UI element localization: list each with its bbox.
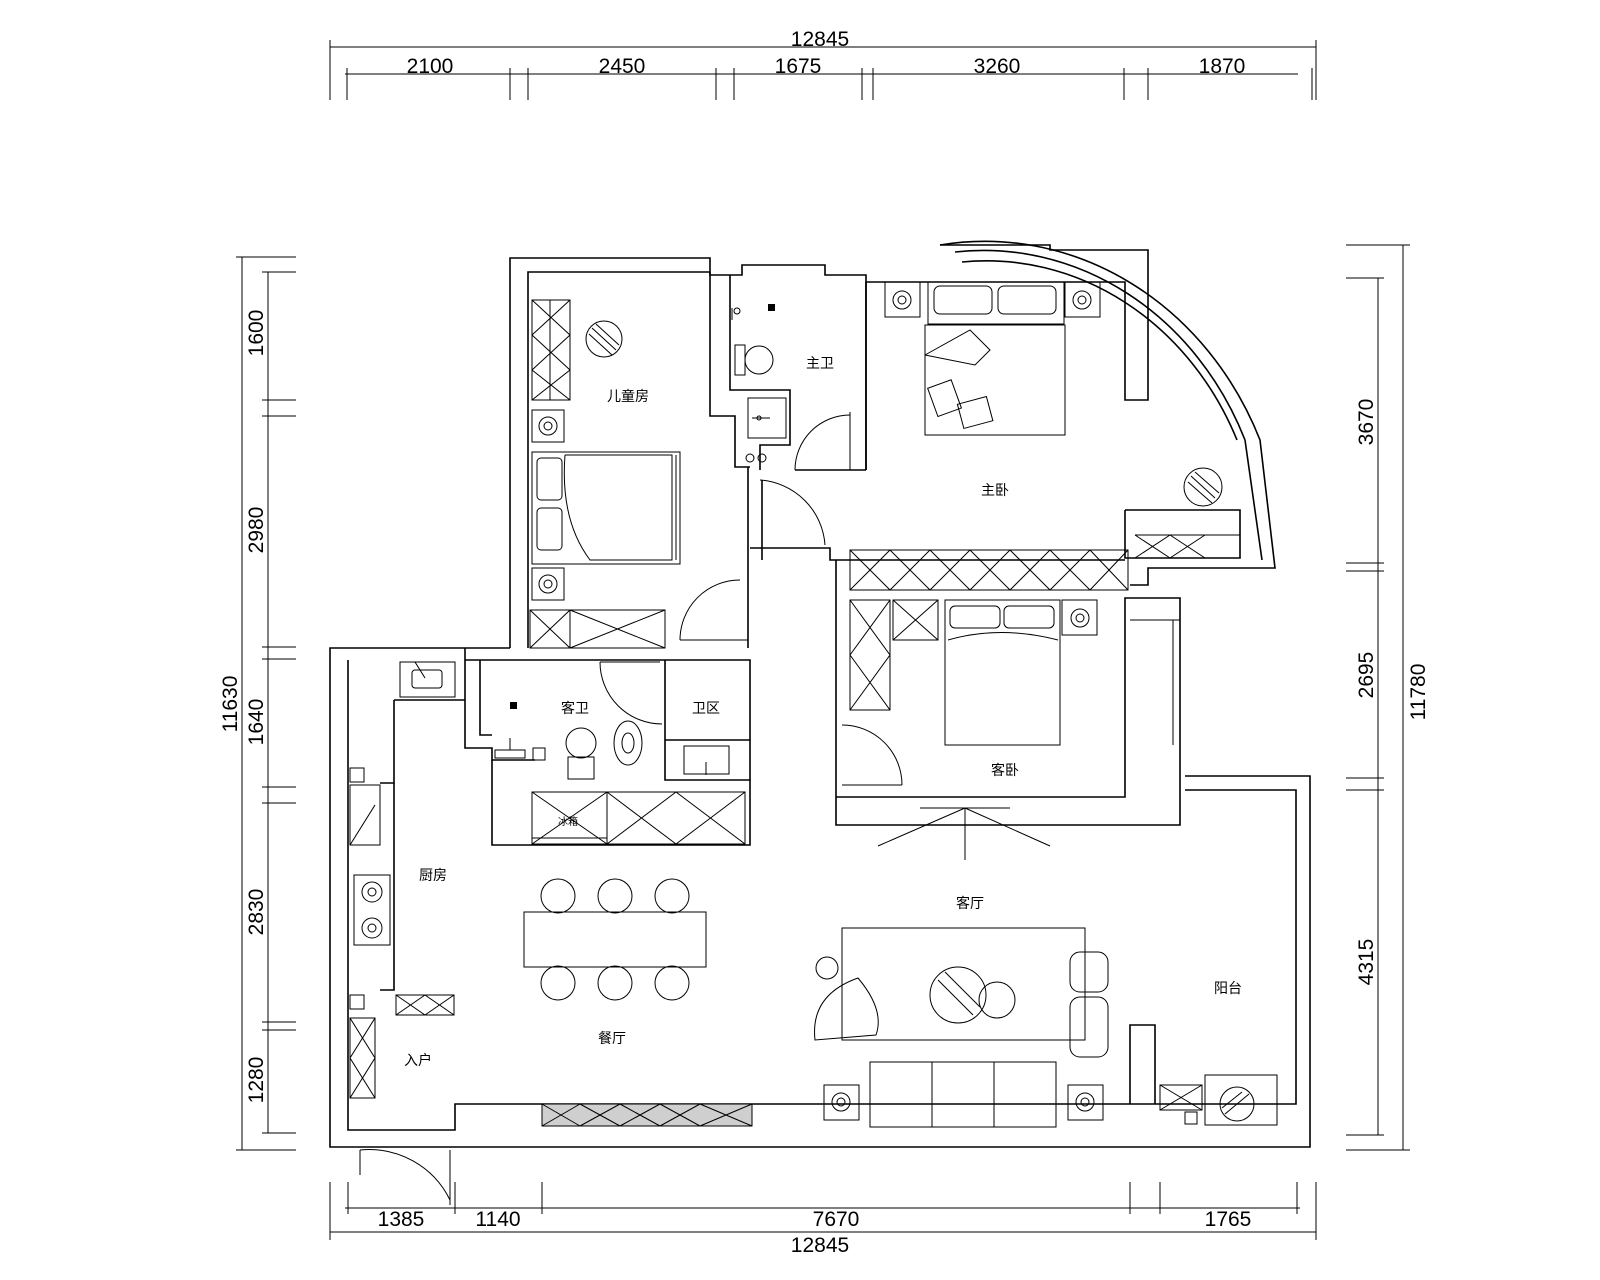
room-label-children: 儿童房 <box>607 388 649 405</box>
dim-top-total: 12845 <box>791 28 849 51</box>
dim-right-segment: 3670 <box>1355 399 1378 446</box>
sofa-icon <box>869 1061 1057 1128</box>
sink-icon <box>494 749 526 759</box>
dim-right-total: 11780 <box>1407 664 1430 721</box>
plant-icon <box>1183 467 1223 507</box>
fridge-label: 冰箱 <box>558 815 578 828</box>
room-label-kitchen: 厨房 <box>419 868 447 884</box>
dim-bottom-segment: 1140 <box>475 1208 520 1231</box>
door-master-bath <box>794 414 851 471</box>
dim-left-segment: 1280 <box>245 1057 268 1104</box>
dining-table-icon <box>523 911 707 968</box>
door-guest-bath <box>599 661 663 725</box>
dim-top-segment: 2450 <box>599 55 646 78</box>
living-room-furniture: 客厅 <box>814 807 1109 1128</box>
doors <box>359 412 903 1205</box>
bed-icon <box>531 451 681 565</box>
sink-icon <box>399 661 456 698</box>
dimension-left: 11630 1600 2980 1640 2830 1280 <box>219 256 296 1151</box>
toilet-icon <box>565 727 597 759</box>
dim-bottom-total: 12845 <box>791 1234 849 1257</box>
interior-walls <box>380 272 1181 1104</box>
dim-left-segment: 1600 <box>245 310 268 357</box>
children-room-furniture: 儿童房 <box>529 299 681 649</box>
room-label-guest-bath: 客卫 <box>561 700 589 717</box>
dimension-bottom: 1385 1140 7670 1765 12845 <box>329 1182 1317 1257</box>
washing-machine-icon <box>1204 1074 1278 1126</box>
kitchen-fixtures: 厨房 <box>349 661 456 1016</box>
bed-headboard-icon <box>927 281 1065 325</box>
dim-top-segment: 3260 <box>974 55 1021 78</box>
guest-bedroom-furniture: 客卧 <box>849 599 1180 779</box>
dim-top-segment: 2100 <box>407 55 454 78</box>
dim-top-segment: 1870 <box>1199 55 1246 78</box>
room-label-master-bath: 主卫 <box>806 356 834 372</box>
room-label-dining: 餐厅 <box>598 1031 626 1047</box>
bed-icon <box>944 599 1061 746</box>
door-guest-bedroom <box>841 724 903 786</box>
dim-bottom-segment: 1765 <box>1205 1208 1252 1231</box>
room-label-master-bedroom: 主卧 <box>981 483 1009 499</box>
door-master-corridor <box>759 479 826 546</box>
plant-icon <box>585 320 623 358</box>
sideboard-icon <box>541 1103 753 1127</box>
sink-icon <box>747 397 787 439</box>
dim-bottom-segment: 7670 <box>813 1208 860 1231</box>
door-entrance <box>359 1149 451 1201</box>
dimension-top: 12845 2100 2450 1675 3260 1870 <box>329 28 1317 100</box>
exterior-walls <box>329 240 1311 1148</box>
dim-left-total: 11630 <box>219 676 242 733</box>
master-bedroom-furniture: 主卧 <box>884 281 1240 559</box>
room-label-utility-area: 卫区 <box>692 701 720 717</box>
entrance-fixtures: 入户 <box>349 1017 432 1099</box>
wardrobe-corridor <box>849 549 1129 591</box>
dim-top-segment: 1675 <box>775 55 822 78</box>
kitchen-cabinets-upper: 冰箱 <box>531 791 746 845</box>
dim-left-segment: 2980 <box>245 507 268 554</box>
dining-furniture: 餐厅 <box>523 878 753 1127</box>
dimension-right: 11780 3670 2695 4315 <box>1346 244 1430 1151</box>
guest-bath-fixtures: 客卫 卫区 <box>494 700 730 780</box>
dim-bottom-segment: 1385 <box>378 1208 425 1231</box>
dim-left-segment: 2830 <box>245 889 268 936</box>
room-label-balcony: 阳台 <box>1214 981 1242 997</box>
toilet-icon <box>734 344 746 376</box>
room-label-guest-bedroom: 客卧 <box>991 762 1019 779</box>
dim-right-segment: 4315 <box>1355 939 1378 986</box>
balcony-fixtures: 阳台 <box>1159 981 1278 1126</box>
master-bath-fixtures: 主卫 <box>731 304 834 463</box>
room-label-living: 客厅 <box>956 895 984 912</box>
side-chair-icon <box>1069 996 1109 1058</box>
shoe-cabinet-icon <box>349 1017 376 1099</box>
room-label-entrance: 入户 <box>404 1052 432 1069</box>
dim-right-segment: 2695 <box>1355 652 1378 699</box>
rug-icon <box>841 927 1086 1041</box>
door-children-room <box>679 579 741 641</box>
squat-toilet-icon <box>613 720 643 766</box>
coffee-table-icon <box>929 966 987 1024</box>
oven-icon <box>349 784 381 846</box>
armchair-icon <box>814 977 879 1041</box>
bed-icon <box>924 324 1066 436</box>
stove-icon <box>353 874 391 946</box>
dim-left-segment: 1640 <box>245 699 268 746</box>
nightstand-icon <box>531 409 565 443</box>
